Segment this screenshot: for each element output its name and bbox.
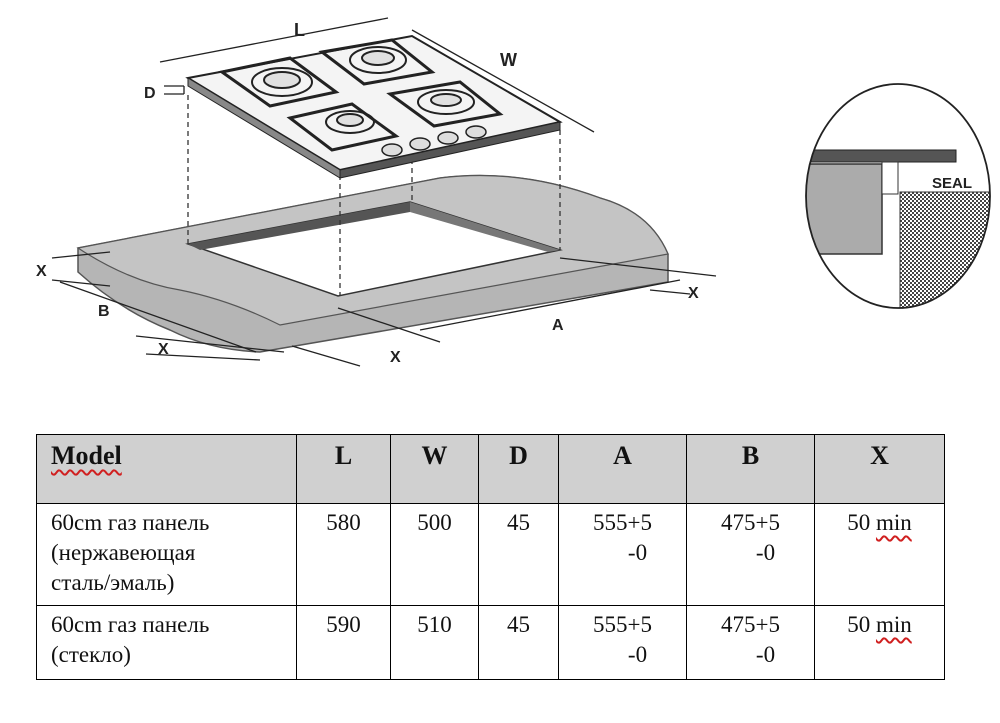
dimension-label-x-front: X <box>158 341 169 358</box>
x-cell: 50 min <box>814 503 945 606</box>
dimension-label-x-right: X <box>688 285 699 302</box>
dimensions-table: Model L W D A B X 60cm газ панель (нержа… <box>36 434 945 680</box>
hob-appliance <box>185 34 563 179</box>
burner <box>386 80 504 128</box>
cutout-opening <box>185 201 563 297</box>
control-knobs <box>381 125 487 157</box>
projection-lines <box>187 95 561 296</box>
dimension-label-a: A <box>552 317 564 334</box>
seal-label: SEAL <box>932 175 972 192</box>
w-cell: 510 <box>390 605 479 680</box>
column-header-w: W <box>390 434 479 504</box>
x-cell: 50 min <box>814 605 945 680</box>
dimension-label-b: B <box>98 303 110 320</box>
b-cell: 475+5-0 <box>686 605 815 680</box>
table-header-row: Model L W D A B X <box>36 434 945 504</box>
d-cell: 45 <box>478 503 559 606</box>
dimension-label-x-bottom: X <box>390 349 401 366</box>
a-cell: 555+5-0 <box>558 605 687 680</box>
l-cell: 580 <box>296 503 391 606</box>
dimension-lines <box>51 17 717 367</box>
column-header-d: D <box>478 434 559 504</box>
seal-detail-view: SEAL <box>805 83 991 309</box>
column-header-model: Model <box>36 434 297 504</box>
dimension-label-l: L <box>294 20 305 40</box>
b-cell: 475+5-0 <box>686 503 815 606</box>
column-header-l: L <box>296 434 391 504</box>
model-cell: 60cm газ панель (нержавеющая сталь/эмаль… <box>36 503 297 606</box>
l-cell: 590 <box>296 605 391 680</box>
table-row: 60cm газ панель (нержавеющая сталь/эмаль… <box>36 503 945 606</box>
burner <box>318 38 436 86</box>
d-cell: 45 <box>478 605 559 680</box>
column-header-a: A <box>558 434 687 504</box>
dimension-label-x-left: X <box>36 263 47 280</box>
dimension-label-w: W <box>500 50 517 70</box>
burner <box>286 102 400 152</box>
installation-diagram: L W D X B X X A X SEAL <box>36 17 991 367</box>
column-header-x: X <box>814 434 945 504</box>
table-row: 60cm газ панель (стекло) 590 510 45 555+… <box>36 605 945 680</box>
column-header-b: B <box>686 434 815 504</box>
a-cell: 555+5-0 <box>558 503 687 606</box>
burner <box>218 56 340 108</box>
w-cell: 500 <box>390 503 479 606</box>
model-cell: 60cm газ панель (стекло) <box>36 605 297 680</box>
dimension-label-d: D <box>144 85 156 102</box>
